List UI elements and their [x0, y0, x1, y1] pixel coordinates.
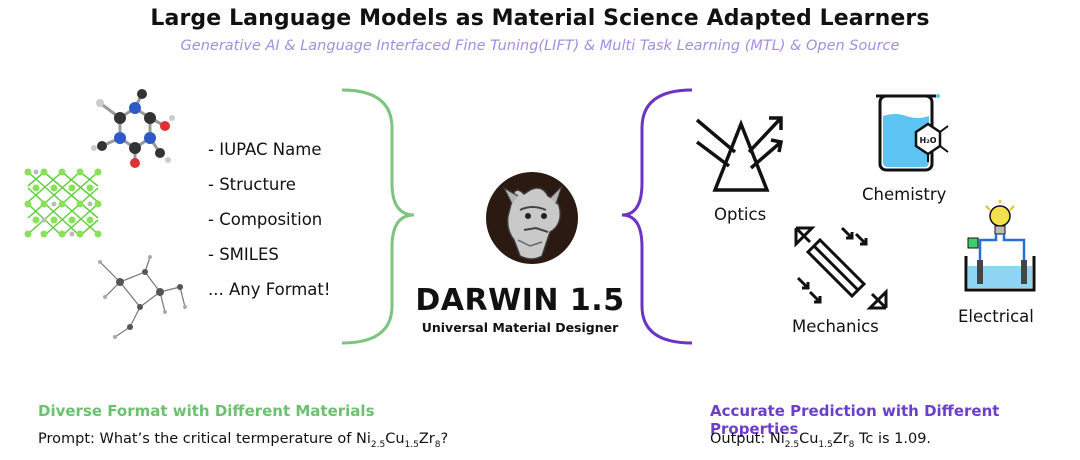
- footer-right-heading: Accurate Prediction with Different Prope…: [710, 402, 1000, 438]
- format-item-composition: - Composition: [208, 210, 323, 229]
- molecule-icon: [91, 89, 175, 168]
- crystal-lattice-icon: [24, 168, 102, 238]
- darwin-mascot-icon: [486, 172, 578, 264]
- model-tagline: Universal Material Designer: [421, 320, 619, 335]
- purple-brace: [621, 88, 693, 345]
- chemistry-beaker-icon: H₂O: [876, 94, 949, 172]
- format-item-smiles: - SMILES: [208, 245, 279, 264]
- mechanics-stress-icon: [794, 226, 888, 310]
- format-item-iupac: - IUPAC Name: [208, 140, 322, 159]
- h2o-label: H₂O: [920, 136, 937, 145]
- green-brace: [341, 88, 415, 345]
- molecular-structure-icon: [98, 255, 187, 339]
- property-mechanics: Mechanics: [792, 317, 879, 336]
- electrical-circuit-icon: [964, 200, 1036, 292]
- footer-prompt: Prompt: What’s the critical termperature…: [38, 431, 449, 450]
- property-optics: Optics: [714, 205, 767, 224]
- footer-output: Output: Ni2.5Cu1.5Zr8 Tc is 1.09.: [710, 431, 932, 450]
- page-title: Large Language Models as Material Scienc…: [150, 6, 930, 31]
- property-electrical: Electrical: [958, 307, 1034, 326]
- page-subtitle: Generative AI & Language Interfaced Fine…: [180, 38, 900, 54]
- footer-left-heading: Diverse Format with Different Materials: [38, 402, 375, 420]
- model-name: DARWIN 1.5: [415, 283, 625, 318]
- format-item-any: ... Any Format!: [208, 280, 331, 299]
- property-chemistry: Chemistry: [862, 185, 947, 204]
- optics-prism-icon: [695, 116, 784, 192]
- format-item-structure: - Structure: [208, 175, 296, 194]
